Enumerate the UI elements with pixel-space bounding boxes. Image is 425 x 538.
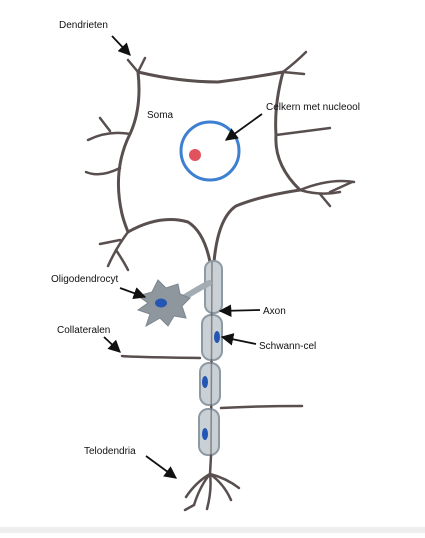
label-axon: Axon [263, 306, 286, 317]
arrow-oligodendrocyte [119, 287, 147, 300]
arrow-schwann [220, 333, 257, 346]
arrow-dendrites [111, 35, 131, 56]
arrow-nucleus [224, 113, 263, 141]
dendrite-branches [84, 50, 356, 272]
collaterals [120, 354, 304, 410]
myelin-sheaths [198, 260, 223, 456]
oligodendrocyte [136, 279, 212, 328]
labels: Dendrieten Soma Celkern met nucleool Oli… [51, 20, 360, 457]
telodendria [183, 454, 241, 512]
bottom-strip [0, 527, 425, 533]
label-soma: Soma [147, 110, 174, 121]
arrow-telodendria [145, 455, 178, 479]
schwann-nucleus [202, 376, 208, 388]
arrow-axon [218, 304, 261, 318]
label-dendrites: Dendrieten [59, 20, 108, 31]
label-oligodendrocyte: Oligodendrocyt [51, 274, 118, 285]
nucleus-ring [179, 120, 241, 182]
schwann-nucleus [214, 331, 220, 343]
nucleolus [189, 149, 201, 161]
label-telodendria: Telodendria [84, 446, 136, 457]
schwann-nuclei [202, 331, 220, 440]
myelin-segment [198, 408, 220, 456]
soma-outline [116, 70, 302, 264]
label-nucleus: Celkern met nucleool [266, 102, 360, 113]
label-schwann: Schwann-cel [259, 341, 316, 352]
label-arrows [103, 35, 263, 479]
myelin-segment [199, 362, 221, 406]
oligodendrocyte-nucleus [155, 298, 167, 308]
arrow-collaterals [103, 336, 121, 353]
schwann-nucleus [202, 428, 208, 440]
label-collaterals: Collateralen [57, 325, 110, 336]
